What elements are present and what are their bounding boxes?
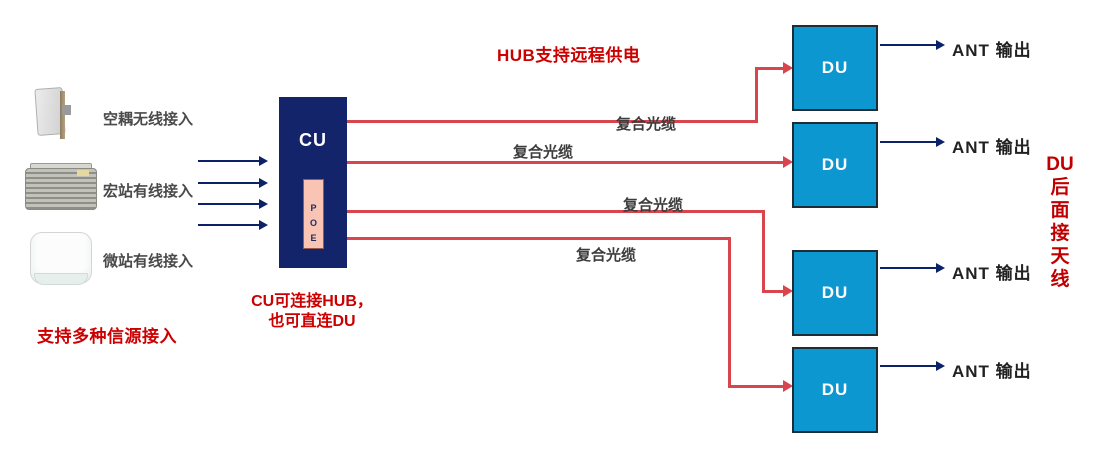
source-label-wireless: 空耦无线接入 — [103, 111, 194, 128]
macro-station-tag-shape — [77, 170, 89, 176]
ant-arrow-head-1 — [936, 40, 945, 50]
cable-4-into-du — [728, 385, 783, 388]
ant-arrow-line-3 — [880, 267, 936, 269]
input-arrow-line-1 — [198, 160, 260, 162]
antenna-pole-shape — [60, 91, 65, 139]
input-arrow-line-3 — [198, 203, 260, 205]
cable-1-vertical — [755, 67, 758, 123]
du-box-4: DU — [792, 347, 878, 433]
side-note-char: 后 — [1050, 177, 1070, 198]
poe-letter: O — [309, 218, 317, 228]
cable-4-vertical — [728, 237, 731, 388]
cable-3-arrowhead — [783, 285, 793, 297]
micro-ap-icon — [23, 229, 98, 288]
ant-arrow-head-3 — [936, 263, 945, 273]
source-label-macro: 宏站有线接入 — [103, 183, 194, 200]
cu-note-line-1: CU可连接HUB， — [251, 293, 373, 310]
du-label: DU — [821, 380, 849, 399]
du-box-1: DU — [792, 25, 878, 111]
side-note-char: 线 — [1050, 269, 1070, 290]
du-label: DU — [821, 283, 849, 302]
micro-ap-rim-shape — [34, 273, 88, 285]
du-label: DU — [821, 155, 849, 174]
du-box-3: DU — [792, 250, 878, 336]
ant-arrow-head-2 — [936, 137, 945, 147]
cable-3-vertical — [762, 210, 765, 293]
input-arrow-head-2 — [259, 178, 268, 188]
panel-antenna-icon — [23, 85, 99, 143]
ant-arrow-line-1 — [880, 44, 936, 46]
ant-arrow-line-2 — [880, 141, 936, 143]
cable-1-label: 复合光缆 — [616, 116, 677, 133]
cable-3-horizontal — [347, 210, 765, 213]
poe-box: P O E — [303, 179, 324, 249]
cable-1-arrowhead — [783, 62, 793, 74]
source-label-micro: 微站有线接入 — [103, 253, 194, 270]
du-label: DU — [821, 58, 849, 77]
ant-arrow-line-4 — [880, 365, 936, 367]
ant-arrow-head-4 — [936, 361, 945, 371]
cable-4-horizontal — [347, 237, 731, 240]
cable-3-label: 复合光缆 — [623, 197, 684, 214]
cable-1-horizontal — [347, 120, 755, 123]
cable-2-arrowhead — [783, 156, 793, 168]
ant-output-label-2: ANT 输出 — [952, 138, 1032, 157]
side-note-char: 接 — [1050, 223, 1070, 244]
cable-2-horizontal — [347, 161, 783, 164]
input-arrow-line-2 — [198, 182, 260, 184]
cable-2-label: 复合光缆 — [513, 144, 574, 161]
du-box-2: DU — [792, 122, 878, 208]
side-note-char: 天 — [1050, 246, 1070, 267]
input-arrow-head-1 — [259, 156, 268, 166]
cu-box: CU P O E — [279, 97, 347, 268]
hub-power-note: HUB支持远程供电 — [497, 46, 641, 65]
cu-note-line-2: 也可直连DU — [268, 313, 356, 330]
cable-1-into-du — [755, 67, 783, 70]
sources-caption: 支持多种信源接入 — [37, 327, 177, 346]
ant-output-label-3: ANT 输出 — [952, 264, 1032, 283]
side-note-char: DU — [1046, 154, 1074, 175]
input-arrow-head-3 — [259, 199, 268, 209]
poe-letter: P — [310, 203, 317, 213]
cu-label: CU — [299, 130, 327, 150]
cable-4-arrowhead — [783, 380, 793, 392]
du-antenna-side-note: DU 后 面 接 天 线 — [1042, 153, 1078, 291]
side-note-char: 面 — [1050, 200, 1070, 221]
ant-output-label-4: ANT 输出 — [952, 362, 1032, 381]
input-arrow-head-4 — [259, 220, 268, 230]
cable-4-label: 复合光缆 — [576, 247, 637, 264]
cable-3-into-du — [762, 290, 783, 293]
antenna-bracket-shape — [62, 105, 71, 115]
ant-output-label-1: ANT 输出 — [952, 41, 1032, 60]
cu-note: CU可连接HUB， 也可直连DU — [232, 292, 392, 332]
poe-letter: E — [310, 233, 317, 243]
input-arrow-line-4 — [198, 224, 260, 226]
macro-station-icon — [22, 161, 99, 217]
